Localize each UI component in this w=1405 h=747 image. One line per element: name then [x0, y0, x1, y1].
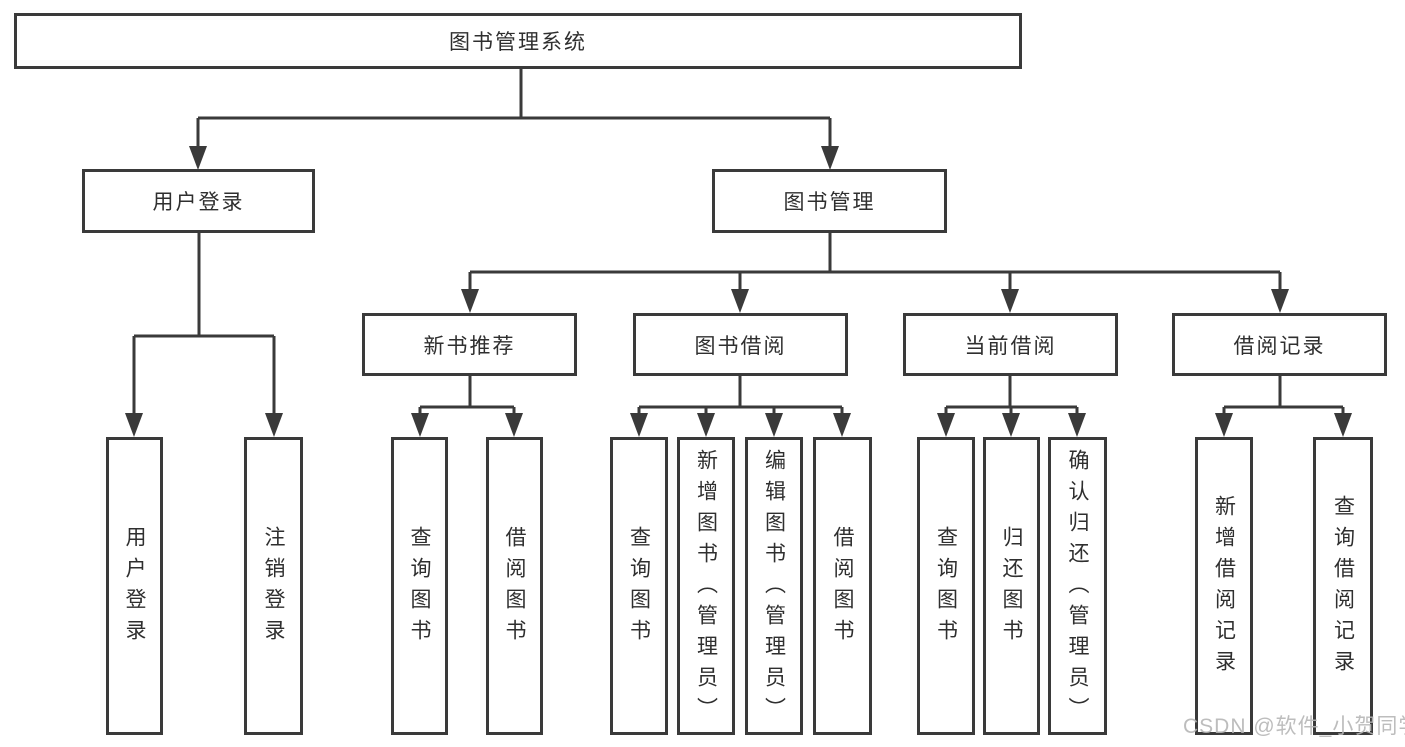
leaf-cb-query-books-label: 查询图书	[934, 526, 958, 650]
leaf-user-login: 用户登录	[106, 437, 163, 735]
node-user-login: 用户登录	[82, 169, 315, 233]
leaf-cb-query-books: 查询图书	[917, 437, 975, 735]
connector-new-book-recommend	[418, 376, 516, 416]
leaf-logout: 注销登录	[244, 437, 303, 735]
node-book-management: 图书管理	[712, 169, 947, 233]
connector-borrow-records	[1222, 376, 1345, 416]
csdn-watermark: CSDN @软件_小贺同学	[1183, 715, 1405, 738]
leaf-br-query-record: 查询借阅记录	[1313, 437, 1373, 735]
leaf-bb-borrow-books-label: 借阅图书	[831, 526, 854, 650]
leaf-nbr-query-books-label: 查询图书	[408, 526, 431, 650]
leaf-user-login-label: 用户登录	[123, 526, 146, 650]
node-book-management-label: 图书管理	[783, 191, 876, 214]
node-current-borrow: 当前借阅	[903, 313, 1118, 376]
leaf-bb-add-books-admin-label: 新增图书（管理员）	[694, 448, 718, 728]
node-new-book-recommend-label: 新书推荐	[423, 334, 516, 358]
node-root-label: 图书管理系统	[449, 31, 587, 54]
leaf-nbr-borrow-books: 借阅图书	[486, 437, 543, 735]
leaf-nbr-query-books: 查询图书	[391, 437, 448, 735]
leaf-br-query-record-label: 查询借阅记录	[1331, 495, 1355, 681]
node-root: 图书管理系统	[14, 13, 1022, 69]
arrowheads	[125, 146, 1352, 437]
leaf-br-add-record-label: 新增借阅记录	[1212, 495, 1236, 681]
node-borrow-records: 借阅记录	[1172, 313, 1387, 376]
leaf-bb-query-books-label: 查询图书	[627, 526, 651, 650]
leaf-bb-query-books: 查询图书	[610, 437, 668, 735]
connector-book-borrow	[637, 376, 844, 416]
leaf-br-add-record: 新增借阅记录	[1195, 437, 1253, 735]
node-new-book-recommend: 新书推荐	[362, 313, 577, 376]
node-current-borrow-label: 当前借阅	[964, 334, 1057, 358]
node-book-borrow-label: 图书借阅	[694, 334, 787, 358]
connector-book-management	[468, 233, 1282, 291]
leaf-cb-return-books: 归还图书	[983, 437, 1040, 735]
leaf-cb-return-books-label: 归还图书	[1000, 526, 1023, 650]
leaf-bb-edit-books-admin: 编辑图书（管理员）	[745, 437, 803, 735]
connector-current-borrow	[944, 376, 1079, 416]
leaf-cb-confirm-return-admin-label: 确认归还（管理员）	[1066, 448, 1089, 728]
node-book-borrow: 图书借阅	[633, 313, 848, 376]
leaf-bb-add-books-admin: 新增图书（管理员）	[677, 437, 735, 735]
leaf-nbr-borrow-books-label: 借阅图书	[503, 526, 526, 650]
node-user-login-label: 用户登录	[152, 191, 245, 214]
connector-user-login	[132, 233, 276, 415]
leaf-bb-borrow-books: 借阅图书	[813, 437, 872, 735]
leaf-logout-label: 注销登录	[262, 526, 285, 650]
connector-root	[196, 69, 832, 148]
leaf-cb-confirm-return-admin: 确认归还（管理员）	[1048, 437, 1107, 735]
node-borrow-records-label: 借阅记录	[1233, 334, 1326, 358]
leaf-bb-edit-books-admin-label: 编辑图书（管理员）	[762, 448, 786, 728]
